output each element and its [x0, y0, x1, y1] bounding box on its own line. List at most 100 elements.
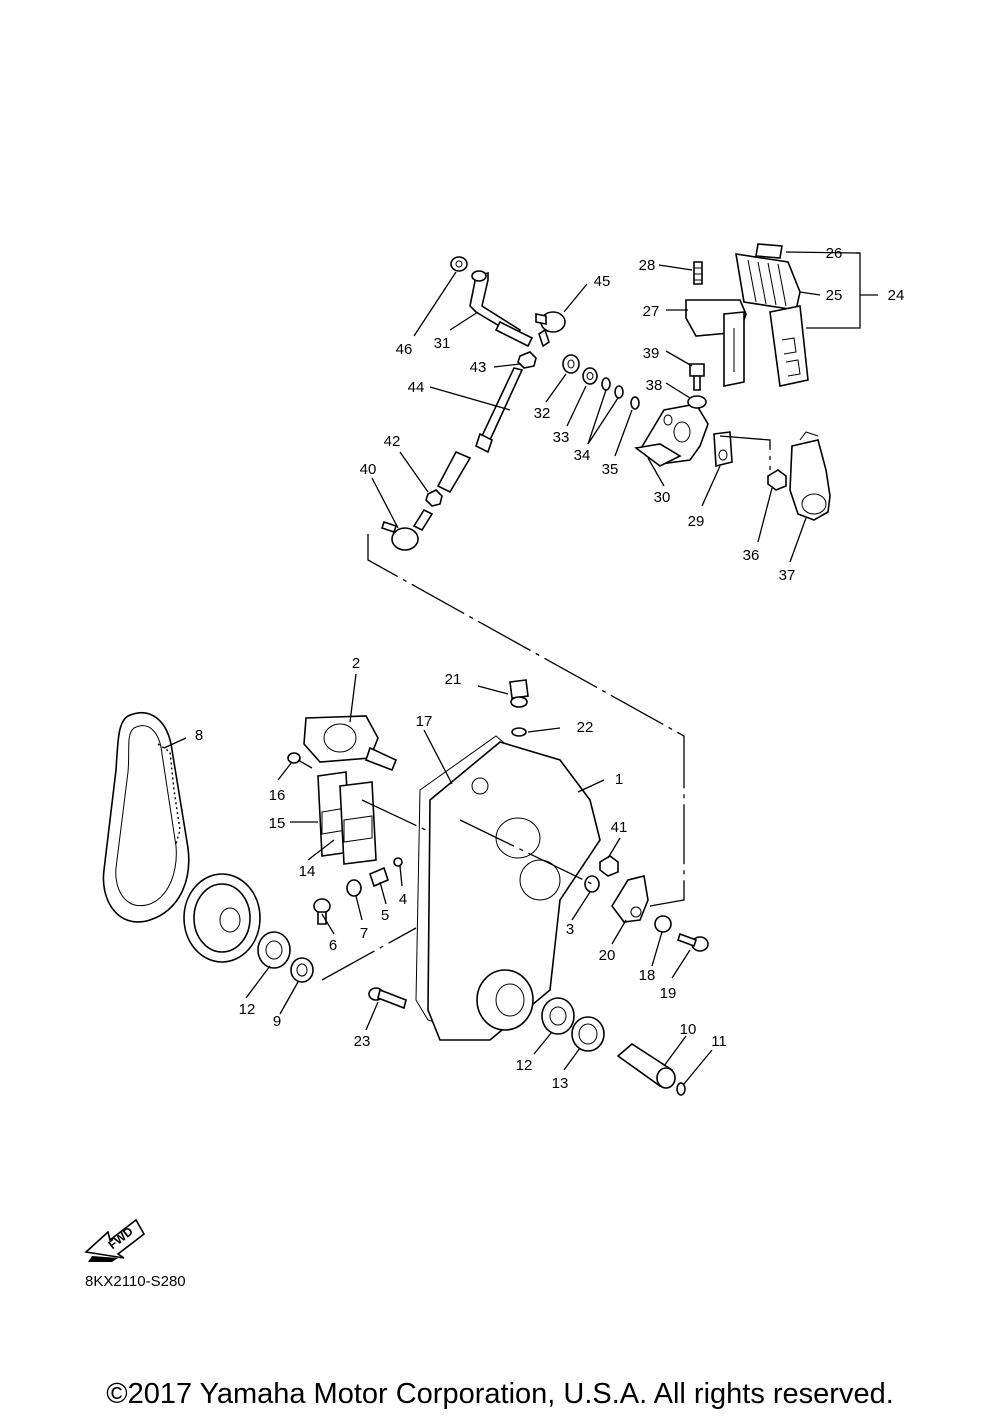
part-22-oring: [511, 727, 527, 737]
part-37-cover: [789, 431, 831, 521]
part-12-bearing-right: [541, 997, 575, 1035]
callout-44: 44: [408, 379, 425, 396]
callout-9: 9: [273, 1013, 281, 1030]
callout-2: 2: [352, 655, 360, 672]
callout-41: 41: [611, 819, 628, 836]
part-35-ring: [630, 396, 640, 410]
callout-4: 4: [399, 891, 407, 908]
part-10-sleeve: [616, 1043, 676, 1089]
part-45-ball-joint: [535, 311, 566, 348]
part-20-lever: [611, 875, 649, 923]
part-9-bushing: [290, 957, 314, 983]
callout-12-left: 12: [239, 1001, 256, 1018]
part-34-rings: [601, 377, 624, 399]
callout-labels: 46 31 43 44 42 40 45 32 33 34 35 30 29 3…: [195, 245, 905, 1092]
callout-15: 15: [269, 815, 286, 832]
part-28-spring: [693, 261, 703, 285]
part-42-nut: [425, 489, 443, 507]
callout-34: 34: [574, 447, 591, 464]
part-46-nut: [450, 256, 468, 272]
part-12-bearing-left: [257, 931, 291, 969]
callout-26: 26: [826, 245, 843, 262]
part-32-washer: [562, 354, 580, 374]
part-44-rod: [436, 367, 524, 494]
callout-5: 5: [381, 907, 389, 924]
part-14-plate: [339, 781, 377, 865]
callout-45: 45: [594, 273, 611, 290]
callout-23: 23: [354, 1033, 371, 1050]
callout-31: 31: [434, 335, 451, 352]
callout-25: 25: [826, 287, 843, 304]
callout-38: 38: [646, 377, 663, 394]
callout-18: 18: [639, 967, 656, 984]
callout-14: 14: [299, 863, 316, 880]
part-38-collar: [687, 395, 707, 409]
callout-20: 20: [599, 947, 616, 964]
callout-21: 21: [445, 671, 462, 688]
callout-6: 6: [329, 937, 337, 954]
callout-19: 19: [660, 985, 677, 1002]
part-27-guide: [685, 299, 747, 387]
part-30-bracket: [634, 403, 709, 467]
part-21-plug: [509, 679, 529, 708]
callout-35: 35: [602, 461, 619, 478]
callout-13: 13: [552, 1075, 569, 1092]
copyright-notice: ©2017 Yamaha Motor Corporation, U.S.A. A…: [106, 1378, 894, 1410]
part-26-label-plate: [755, 243, 783, 259]
callout-1: 1: [615, 771, 623, 788]
part-36-nut: [767, 469, 787, 491]
callout-27: 27: [643, 303, 660, 320]
part-3-washer: [584, 875, 600, 893]
callout-7: 7: [360, 925, 368, 942]
callout-39: 39: [643, 345, 660, 362]
callout-8: 8: [195, 727, 203, 744]
fwd-arrow-icon: FWD: [84, 1218, 146, 1262]
callout-46: 46: [396, 341, 413, 358]
leader-lines: [163, 251, 878, 1085]
part-24-shift-lever: [769, 305, 809, 387]
callout-28: 28: [639, 257, 656, 274]
part-7-washer: [346, 879, 362, 897]
part-43-nut: [517, 351, 537, 369]
callout-37: 37: [779, 567, 796, 584]
part-40-ball-joint: [380, 508, 434, 551]
part-19-bolt: [676, 932, 709, 952]
part-31-lever: [469, 270, 534, 348]
callout-30: 30: [654, 489, 671, 506]
chaincase-group: [102, 679, 709, 1096]
part-11-ring: [676, 1082, 686, 1096]
part-6-bolt: [313, 898, 331, 925]
callout-10: 10: [680, 1021, 697, 1038]
callout-11: 11: [711, 1033, 727, 1050]
part-23-bolt: [368, 987, 407, 1010]
part-8-chain: [102, 712, 190, 923]
callout-32: 32: [534, 405, 551, 422]
part-29-plate: [713, 431, 733, 468]
callout-36: 36: [743, 547, 760, 564]
part-39-bolt: [689, 363, 705, 391]
callout-29: 29: [688, 513, 705, 530]
part-41-nut: [599, 855, 619, 877]
callout-3: 3: [566, 921, 574, 938]
callout-17: 17: [416, 713, 433, 730]
assembly-lines: [321, 435, 771, 981]
part-18-washer: [654, 915, 672, 933]
part-16-bolt: [287, 752, 313, 769]
part-4-ball: [393, 857, 403, 867]
part-1-chaincase: [427, 741, 601, 1041]
part-drive-sprocket: [183, 873, 261, 963]
callout-22: 22: [577, 719, 594, 736]
callout-16: 16: [269, 787, 286, 804]
shift-linkage-group: [380, 243, 831, 551]
part-33-washer: [582, 367, 598, 385]
callout-40: 40: [360, 461, 377, 478]
callout-12-right: 12: [516, 1057, 533, 1074]
part-5-spring: [369, 866, 389, 888]
callout-42: 42: [384, 433, 401, 450]
diagram-code: 8KX2110-S280: [85, 1273, 186, 1290]
callout-24: 24: [888, 287, 905, 304]
part-25-grip: [735, 253, 801, 311]
part-2-tensioner: [303, 715, 398, 772]
callout-33: 33: [553, 429, 570, 446]
